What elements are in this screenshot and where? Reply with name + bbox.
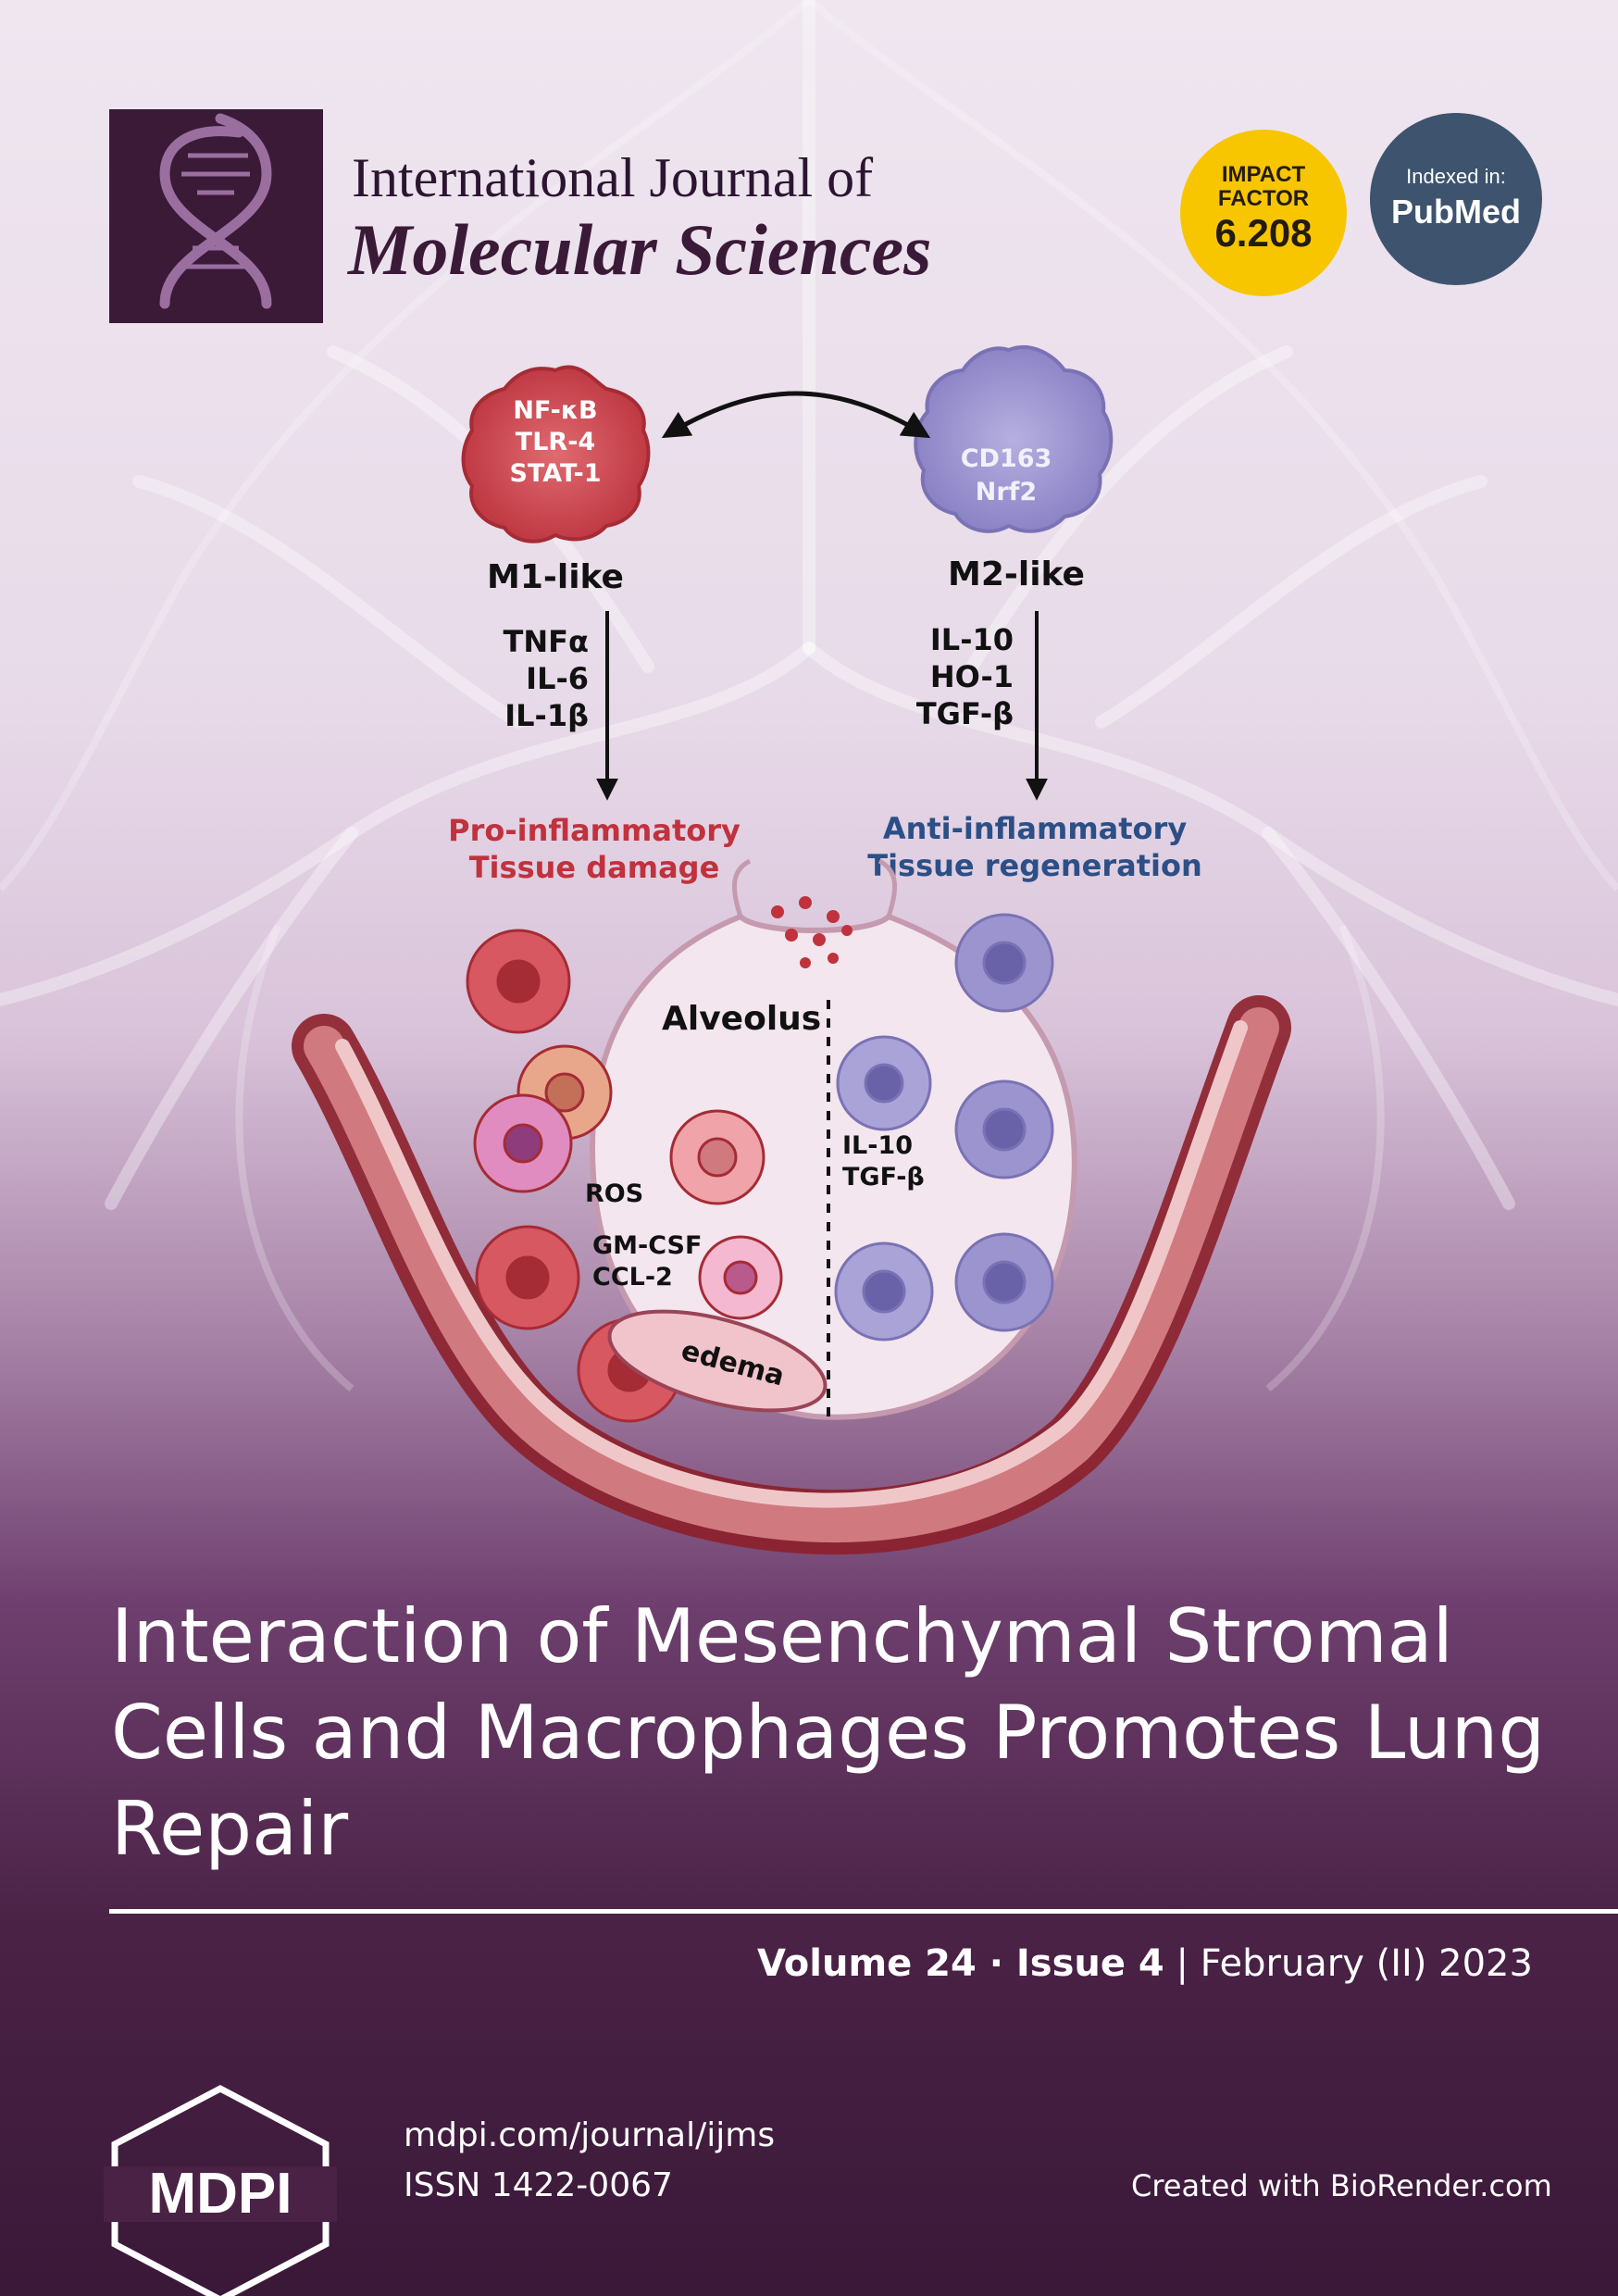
volume-label: Volume 24 [757, 1942, 977, 1985]
journal-title-line1: International Journal of [352, 147, 874, 208]
m1-macrophage-cell [461, 365, 651, 543]
mdpi-logo: MDPI [104, 2085, 337, 2296]
edema-region [607, 1309, 828, 1413]
mdpi-wordmark: MDPI [149, 2162, 292, 2226]
m1-cytokine-1: TNFα [504, 624, 589, 659]
m1-marker-2: TLR-4 [516, 428, 595, 456]
m2-cytokine-1: IL-10 [930, 622, 1014, 657]
alveolus-label: Alveolus [662, 1000, 821, 1038]
issue-separator: · [976, 1942, 1016, 1985]
il10-inner-label: IL-10 [842, 1131, 913, 1160]
issue-label: Issue 4 [1015, 1942, 1164, 1985]
indexed-label: Indexed in: [1406, 165, 1506, 188]
m1-cytokine-2: IL-6 [526, 661, 589, 696]
ros-label: ROS [585, 1179, 643, 1208]
tissue-damage-label: Tissue damage [469, 850, 720, 885]
gmcsf-label: GM-CSF [592, 1231, 702, 1260]
issue-date: | February (II) 2023 [1164, 1942, 1533, 1985]
issue-info: Volume 24 · Issue 4 | February (II) 2023 [757, 1942, 1533, 1985]
m2-marker-2: Nrf2 [976, 478, 1037, 506]
biorender-credit: Created with BioRender.com [1131, 2168, 1552, 2203]
impact-label-1: IMPACT [1221, 162, 1306, 187]
polarization-arrow [661, 391, 931, 439]
journal-title-line2: Molecular Sciences [348, 209, 932, 290]
dna-helix-icon [159, 113, 272, 309]
tissue-regeneration-label: Tissue regeneration [867, 848, 1202, 883]
m2-cells-right [834, 913, 1054, 1341]
ccl2-label: CCL-2 [592, 1263, 673, 1292]
journal-logo [109, 109, 323, 323]
journal-url[interactable]: mdpi.com/journal/ijms [404, 2116, 776, 2154]
particles [771, 896, 853, 968]
m2-label: M2-like [948, 555, 1085, 593]
m2-marker-1: CD163 [961, 444, 1052, 473]
m2-cytokine-2: HO-1 [930, 659, 1014, 694]
m1-label: M1-like [487, 558, 624, 596]
impact-value: 6.208 [1214, 211, 1313, 255]
impact-label-2: FACTOR [1217, 186, 1310, 211]
indexed-value: PubMed [1391, 193, 1521, 231]
m1-marker-1: NF-κB [513, 396, 597, 425]
tgfb-inner-label: TGF-β [842, 1163, 925, 1192]
anti-inflammatory-label: Anti-inflammatory [883, 811, 1188, 846]
article-title: Interaction of Mesenchymal Stromal Cells… [111, 1593, 1546, 1872]
m1-cytokine-3: IL-1β [504, 698, 589, 733]
pubmed-badge: Indexed in: PubMed [1370, 113, 1542, 285]
issn: ISSN 1422-0067 [404, 2166, 673, 2204]
m2-cytokine-3: TGF-β [916, 696, 1014, 731]
title-divider [109, 1909, 1618, 1914]
pro-inflammatory-label: Pro-inflammatory [448, 813, 741, 848]
cover-figure: NF-κB TLR-4 STAT-1 CD163 Nrf2 M1-like M2… [292, 345, 1291, 1554]
m1-marker-3: STAT-1 [509, 459, 601, 488]
m2-macrophage-cell [914, 345, 1114, 533]
